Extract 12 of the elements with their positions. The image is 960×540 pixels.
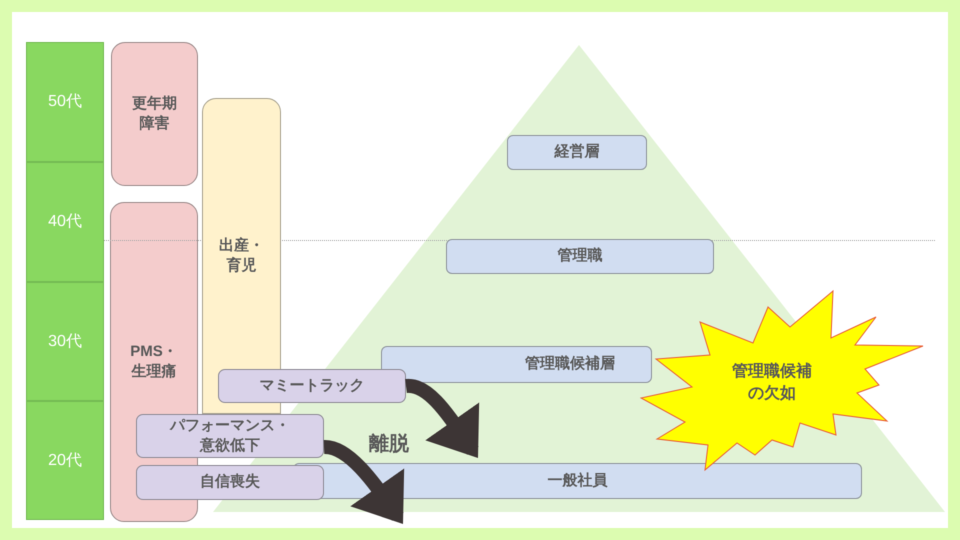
age-band: 40代 bbox=[26, 162, 104, 282]
tier-box: 経営層 bbox=[507, 135, 647, 170]
tier-box: 管理職 bbox=[446, 239, 714, 274]
tier-box: 管理職候補層 bbox=[381, 346, 652, 383]
age-band: 20代 bbox=[26, 401, 104, 520]
age-band: 30代 bbox=[26, 282, 104, 401]
annotation-text: 離脱 bbox=[369, 432, 409, 457]
label-box: 自信喪失 bbox=[136, 465, 324, 500]
rounded-bar: 更年期障害 bbox=[111, 42, 198, 186]
curved-arrow bbox=[406, 379, 479, 458]
age-band: 50代 bbox=[26, 42, 104, 162]
label-box: パフォーマンス・意欲低下 bbox=[136, 414, 324, 458]
